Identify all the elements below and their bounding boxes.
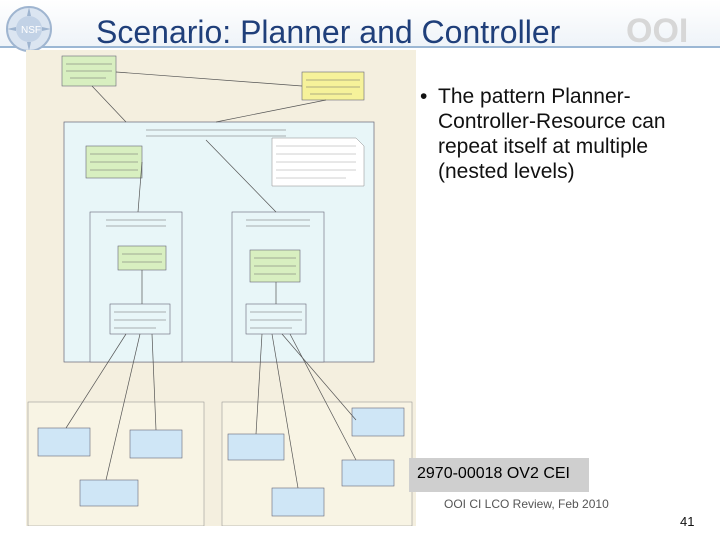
hsi-op-unit-4 [271,487,325,517]
nsf-seal-icon: NSF [6,6,52,52]
cpu-unit-controller-node [109,303,171,335]
page-number: 41 [680,514,695,529]
cpu-op-unit-2 [129,429,183,459]
fault-monitor-node [301,71,365,101]
cpu-planner-node [117,245,167,271]
document-id-badge: 2970-00018 OV2 CEI [409,458,589,492]
svg-text:NSF: NSF [21,25,41,36]
hsi-unit-controller-node [245,303,307,335]
bullet-dot: • [420,85,428,108]
hsi-op-unit-2 [351,407,405,437]
planner-controller-diagram [26,50,416,526]
cpu-resource-group [27,401,205,526]
hsi-op-unit-1 [227,433,285,461]
slide-title: Scenario: Planner and Controller [96,14,561,50]
cpu-op-unit-3 [79,479,139,507]
hsi-controller-container [231,211,325,363]
svg-text:OOI: OOI [626,12,688,50]
footer-review-text: OOI CI LCO Review, Feb 2010 [444,497,609,511]
title-underline [0,46,720,48]
bullet-item: • The pattern Planner-Controller-Resourc… [420,84,698,184]
cpu-op-unit-1 [37,427,91,457]
cpu-controller-container [89,211,183,363]
bullet-text: The pattern Planner-Controller-Resource … [438,85,666,183]
ooi-logo-icon: OOI [626,12,688,50]
hsi-op-unit-3 [341,459,395,487]
title-bar [0,0,720,48]
diagram-connectors [65,71,357,489]
document-id-text: 2970-00018 OV2 CEI [417,465,570,482]
